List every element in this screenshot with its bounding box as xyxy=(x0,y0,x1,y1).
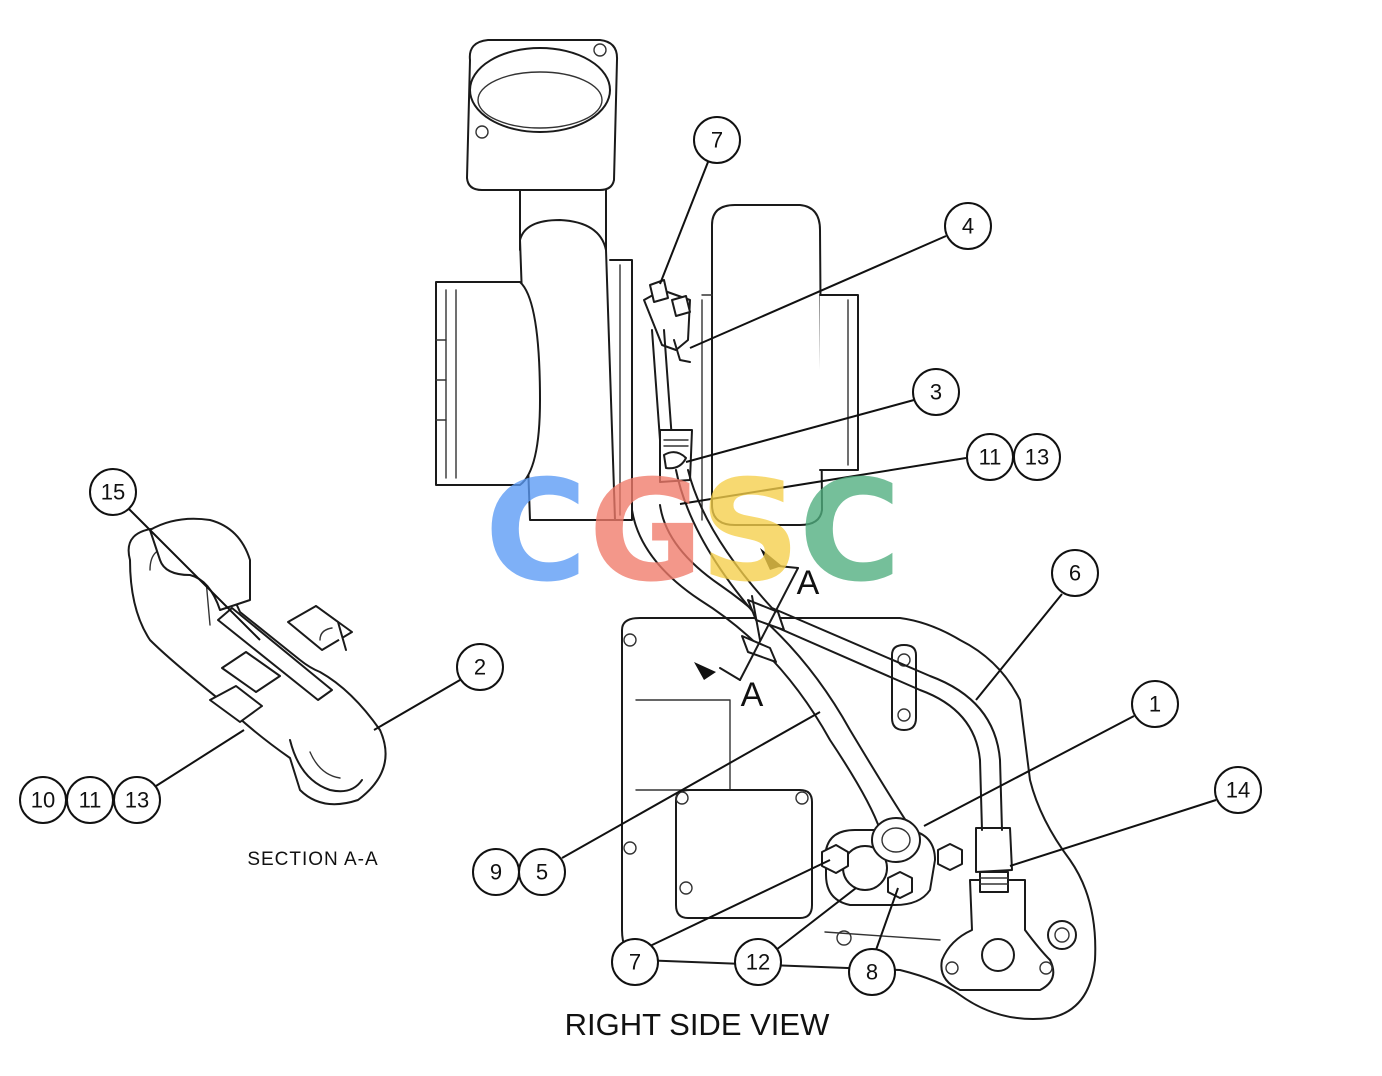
callout-10: 10 xyxy=(19,776,67,824)
leader-lines xyxy=(127,161,1217,951)
callout-1: 1 xyxy=(1131,680,1179,728)
callout-14: 14 xyxy=(1214,766,1262,814)
watermark-letter: C xyxy=(485,451,588,614)
callout-label: 9 xyxy=(490,860,502,885)
callout-label: 14 xyxy=(1226,778,1250,803)
main-view-caption: RIGHT SIDE VIEW xyxy=(565,1007,830,1042)
callout-3: 3 xyxy=(912,368,960,416)
watermark-letter: S xyxy=(700,451,801,614)
callout-11-lower: 11 xyxy=(66,776,114,824)
callout-label: 12 xyxy=(746,950,770,975)
callout-12: 12 xyxy=(734,938,782,986)
callout-13-upper: 13 xyxy=(1013,433,1061,481)
callout-9: 9 xyxy=(472,848,520,896)
callout-label: 15 xyxy=(101,480,125,505)
callout-label: 3 xyxy=(930,380,942,405)
callout-label: 13 xyxy=(1025,445,1049,470)
callout-label: 7 xyxy=(629,950,641,975)
callout-label: 7 xyxy=(711,128,723,153)
engine-block-drawing xyxy=(621,617,1097,1020)
callout-label: 5 xyxy=(536,860,548,885)
tube-assembly-drawing xyxy=(631,469,1003,863)
callout-5: 5 xyxy=(518,848,566,896)
callout-7-bottom: 7 xyxy=(611,938,659,986)
callout-label: 8 xyxy=(866,960,878,985)
callout-label: 6 xyxy=(1069,561,1081,586)
watermark-letter: G xyxy=(589,451,704,614)
section-view-drawing xyxy=(127,517,387,806)
turbocharger-drawing xyxy=(435,39,859,526)
callout-label: 2 xyxy=(474,655,486,680)
callout-label: 11 xyxy=(79,788,102,813)
callout-15: 15 xyxy=(89,468,137,516)
callout-11-upper: 11 xyxy=(966,433,1014,481)
callout-label: 13 xyxy=(125,788,149,813)
section-marker-lower: A xyxy=(741,676,764,714)
section-view-caption: SECTION A-A xyxy=(247,849,378,870)
watermark-letter: C xyxy=(799,451,902,614)
callout-6: 6 xyxy=(1051,549,1099,597)
callout-7-top: 7 xyxy=(693,116,741,164)
watermark-logo: C G S C xyxy=(485,451,902,614)
callout-13-lower: 13 xyxy=(113,776,161,824)
callout-2: 2 xyxy=(456,643,504,691)
callout-8: 8 xyxy=(848,948,896,996)
callout-label: 11 xyxy=(979,445,1002,470)
callout-4: 4 xyxy=(944,202,992,250)
callout-label: 10 xyxy=(31,788,55,813)
callout-label: 1 xyxy=(1149,692,1161,717)
callout-label: 4 xyxy=(962,214,974,239)
section-marker-upper: A xyxy=(797,564,820,602)
